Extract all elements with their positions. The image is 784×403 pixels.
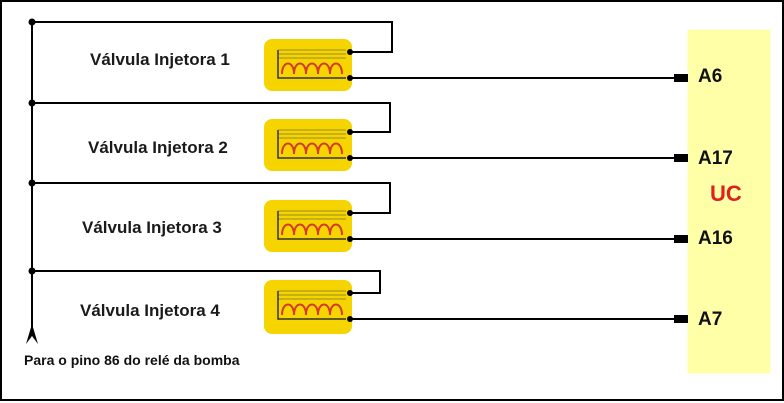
pin-label-a6: A6: [698, 66, 723, 87]
valve-label-1: Válvula Injetora 1: [90, 50, 230, 69]
pin-label-a16: A16: [698, 228, 733, 249]
footer-note: Para o pino 86 do relé da bomba: [24, 352, 240, 368]
pin-label-a17: A17: [698, 148, 733, 169]
valve-label-4: Válvula Injetora 4: [80, 301, 220, 320]
uc-label: UC: [710, 181, 742, 206]
valve-group-4: [28, 267, 688, 334]
pin-label-a7: A7: [698, 309, 723, 330]
valve-label-3: Válvula Injetora 3: [82, 218, 222, 237]
arrow-up-icon: [26, 324, 38, 344]
uc-box: [687, 29, 771, 374]
valve-label-2: Válvula Injetora 2: [88, 138, 228, 157]
valve-group-1: [28, 18, 688, 91]
valve-group-3: [28, 179, 688, 252]
valve-group-2: [28, 99, 688, 171]
